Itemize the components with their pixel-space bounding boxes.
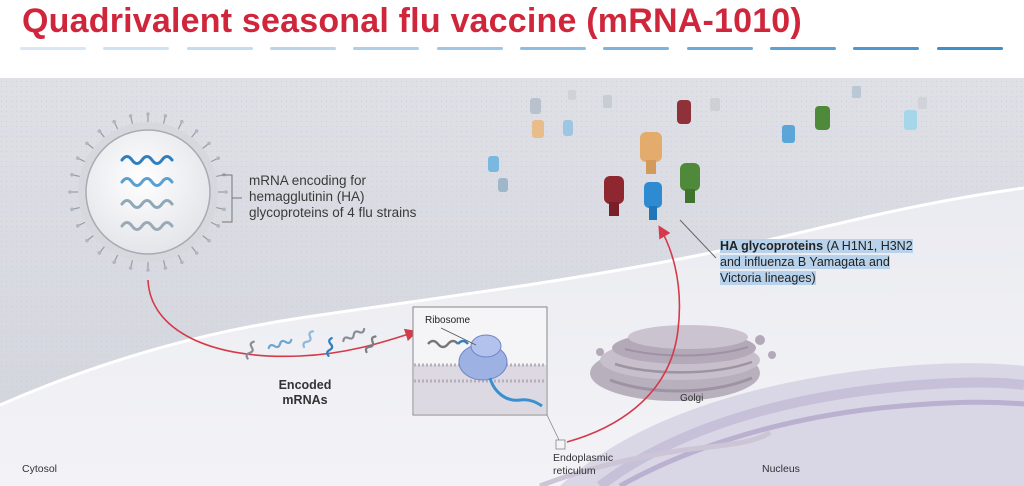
mrna-bracket [222,174,242,223]
title-dash [936,47,1003,50]
endoplasmic-reticulum [539,429,772,486]
title-dash [270,47,336,50]
lnp-spike-tip [163,266,168,270]
page-title: Quadrivalent seasonal flu vaccine (mRNA-… [22,2,802,40]
title-dash [186,47,253,50]
mrna-encoding-label: mRNA encoding for hemagglutinin (HA) gly… [249,173,417,220]
cytosol-label: Cytosol [22,463,58,475]
lnp-spike-tip [180,119,184,124]
lipid-nanoparticle-icon [68,112,228,272]
title-dash [436,47,503,50]
lnp-spike-tip [68,190,72,194]
lnp-spike-tip [128,266,133,270]
lnp-spike-tip [112,260,116,265]
title-dash [20,47,86,50]
lnp-spike-tip [194,129,199,133]
lnp-spike-tip [97,129,102,133]
translation-arrow [147,279,419,358]
encoded-mrna-icons [245,327,377,360]
title-dash [603,47,670,50]
lnp-spike-tip [75,224,80,228]
lnp-spike-tip [216,156,221,160]
lnp-spike-tip [146,112,150,116]
lnp-spike-tip [146,268,150,272]
title-dash-divider [20,47,1020,52]
lnp-spike-tip [180,260,184,265]
lnp-spike-tip [128,114,133,118]
lnp-spike-tip [207,141,211,146]
golgi-label: Golgi [680,393,704,404]
ribosome-icon [458,334,508,381]
ribosome-label: Ribosome [425,315,471,326]
lnp-spike-tip [97,251,102,255]
lnp-spike-tip [85,141,89,146]
title-dash [686,47,753,50]
lnp-spike-tip [112,119,116,124]
lnp-spike-tip [75,156,80,160]
ha-glycoproteins-label: HA glycoproteins (A H1N1, H3N2 and influ… [720,238,920,286]
ribosome-inset [412,306,566,450]
lnp-spike-tip [222,207,226,212]
nucleus-label: Nucleus [762,463,800,475]
title-dash [353,47,420,50]
lnp-spike-tip [70,172,74,177]
lnp-spike-tip [70,207,74,212]
lnp-mrna-strands [120,155,174,231]
lnp-spike-tip [216,224,221,228]
ha-glycoprotein-background [488,86,927,192]
ha-glycoprotein-icon [604,132,700,220]
lnp-spike-tip [207,238,211,243]
title-dash [103,47,170,50]
title-dash [853,47,920,50]
er-label: Endoplasmic reticulum [553,452,614,477]
lnp-spike-tip [85,238,89,243]
membrane-edge [0,186,1024,407]
ha-label-bold: HA glycoproteins [720,239,824,253]
encoded-mrnas-label: Encoded mRNAs [278,378,332,407]
lnp-spike-tip [224,190,228,194]
title-dash [770,47,836,50]
lnp-spike-tip [194,251,199,255]
title-dash [520,47,586,50]
transport-arrow [566,225,681,443]
lnp-spike-tip [163,114,168,118]
vaccine-mechanism-diagram [0,78,1024,486]
golgi-icon [590,325,776,401]
ha-label-connector [679,219,717,259]
